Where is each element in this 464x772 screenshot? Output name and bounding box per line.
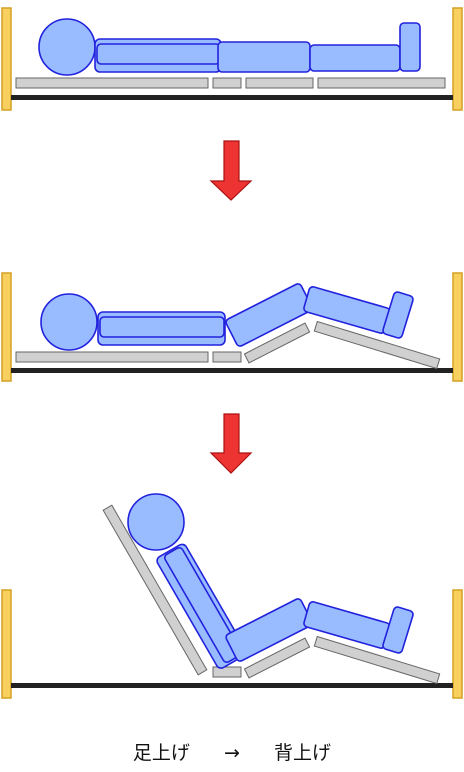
person-thigh	[217, 41, 311, 73]
person-torso-inner	[164, 546, 242, 664]
caption-left: 足上げ	[132, 742, 190, 764]
bed-frame	[11, 683, 453, 688]
person-shin	[309, 44, 401, 72]
bed-frame	[11, 368, 453, 373]
bed-post-right	[452, 7, 463, 111]
board-back	[102, 504, 208, 676]
board-thigh	[243, 637, 311, 679]
person-head	[40, 293, 98, 351]
caption-arrow: →	[224, 742, 240, 764]
board-thigh	[243, 322, 311, 364]
person-foot	[399, 22, 421, 72]
state-back-and-legs-raised	[1, 493, 463, 699]
caption-right: 背上げ	[274, 742, 332, 764]
board-thigh	[245, 77, 314, 89]
person-torso-inner	[96, 43, 221, 65]
board-leg	[313, 635, 441, 685]
bed-post-right	[452, 272, 463, 382]
board-leg	[317, 77, 446, 89]
board-seat	[212, 77, 242, 89]
bed-post-left	[1, 589, 12, 699]
board-back	[15, 77, 209, 89]
board-leg	[313, 320, 441, 370]
bed-post-left	[1, 272, 12, 382]
bed-post-right	[452, 589, 463, 699]
state-legs-raised	[1, 272, 463, 382]
board-seat	[212, 351, 242, 363]
down-arrow-icon	[209, 140, 253, 201]
person-thigh	[225, 283, 313, 347]
person-foot	[382, 291, 414, 339]
person-torso-inner	[99, 316, 225, 338]
bed-post-left	[1, 7, 12, 111]
person-foot	[382, 606, 414, 654]
down-arrow-icon	[209, 413, 253, 474]
bed-frame	[11, 95, 453, 100]
person-head	[127, 493, 185, 551]
person-head	[38, 18, 96, 76]
caption: 足上げ → 背上げ	[0, 738, 464, 765]
board-back	[15, 351, 209, 363]
board-seat	[212, 666, 242, 678]
person-thigh	[225, 598, 313, 662]
state-flat	[1, 7, 463, 111]
